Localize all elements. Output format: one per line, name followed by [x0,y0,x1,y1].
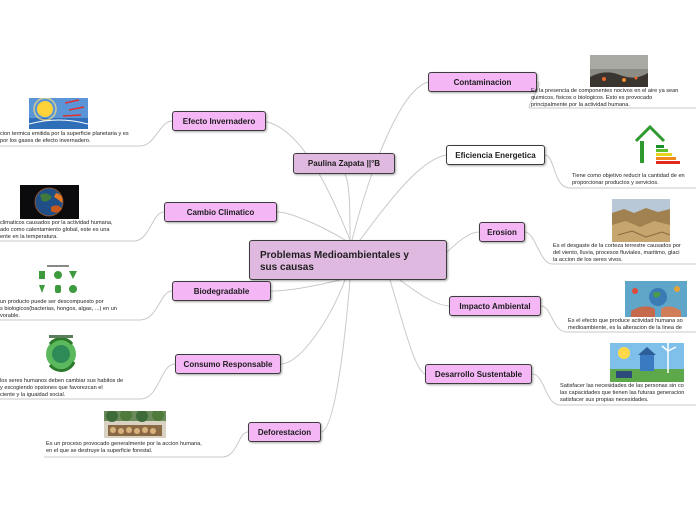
link-consumo-responsable [280,279,346,365]
desc-line: Tiene como objetivo reducir la cantidad … [572,173,685,179]
green-globe-recycle-icon [36,332,86,375]
desc-line: Es el efecto que produce actividad human… [568,318,683,324]
link-author [344,173,351,241]
desc-cambio-climatico: climaticos causados por la actividad hum… [0,220,113,241]
desc-consumo-responsable: los seres humanos deben cambiar sus habi… [0,378,123,399]
desc-line: cion termica emitida por la superficie p… [0,131,129,137]
link-cambio-climatico [276,211,346,241]
link-erosion [446,231,480,253]
topic-consumo-responsable[interactable]: Consumo Responsable [175,354,281,374]
topic-biodegradable[interactable]: Biodegradable [172,281,271,301]
desc-line: vorable. [0,313,20,319]
link-deforestacion [320,279,351,433]
desc-desarrollo-sustentable: Satisfacer las necesidades de las person… [560,383,684,404]
desc-line: satisfacer sus propias necesidades. [560,397,649,403]
link-desarrollo [389,279,426,375]
desc-line: un producto puede ser descompuesto por [0,299,104,305]
desc-line: quimicos, fisicos o biologicos. Esto es … [531,95,653,101]
topic-deforestacion[interactable]: Deforestacion [248,422,321,442]
central-topic[interactable]: Problemas Medioambientales y sus causas [249,240,447,280]
desc-line: por los gases de efecto invernadero. [0,138,91,144]
topic-eficiencia-energetica[interactable]: Eficiencia Energetica [446,145,545,165]
desc-line: climaticos causados por la actividad hum… [0,220,113,226]
recycle-symbols-icon [33,263,83,297]
energy-rating-house-icon [632,121,684,166]
desc-line: proporcionar productos y servicios. [572,180,659,186]
desc-biodegradable: un producto puede ser descompuesto por s… [0,299,117,320]
desc-line: la accion de los seres vivos. [553,257,623,263]
desc-line: los seres humanos deben cambiar sus habi… [0,378,124,384]
desc-line: en el que se destruye la superficie fore… [46,448,153,454]
desc-erosion: Es el desgaste de la corteza terrestre c… [553,243,681,264]
desc-efecto-invernadero: cion termica emitida por la superficie p… [0,131,129,145]
desc-impacto-ambiental: Es el efecto que produce actividad human… [568,318,683,332]
topic-cambio-climatico[interactable]: Cambio Climatico [164,202,277,222]
central-topic-title-line2: sus causas [260,262,314,273]
desc-line: del viento, lluvia, procesos fluviales, … [553,250,680,256]
desc-line: Satisfacer las necesidades de las person… [560,383,684,389]
topic-erosion[interactable]: Erosion [479,222,525,242]
desc-line: ado como calentamiento global, este es u… [0,227,110,233]
topic-impacto-ambiental[interactable]: Impacto Ambiental [449,296,541,316]
link-eficiencia [359,154,447,241]
topic-contaminacion[interactable]: Contaminacion [428,72,537,92]
author-node[interactable]: Paulina Zapata ||°B [293,153,395,174]
desc-eficiencia-energetica: Tiene como objetivo reducir la cantidad … [572,173,685,187]
desc-deforestacion: Es un proceso provocado generalmente por… [46,441,202,455]
desc-line: s biologicos(bacterias, hongos, algas, .… [0,306,117,312]
desc-line: y escogiendo opsiones que favorezcan el [0,385,103,391]
desc-line: las capacidades que tienen las futuras g… [560,390,685,396]
link-biodegradable [270,279,341,292]
desc-line: ente en la temperatura. [0,234,58,240]
link-contaminacion [351,81,429,241]
sun-greenhouse-icon [29,98,88,129]
renewable-energy-icon [610,343,684,382]
cut-logs-icon [104,411,166,438]
desc-line: principalmente por la actividad humana. [531,102,630,108]
desc-line: Es el desgaste de la corteza terrestre c… [553,243,681,249]
earth-fire-icon [20,185,79,219]
desc-line: Es la presencia de componentes nocivos e… [531,88,679,94]
topic-efecto-invernadero[interactable]: Efecto Invernadero [172,111,266,131]
central-topic-title-line1: Problemas Medioambientales y [260,250,409,261]
desc-line: Es un proceso provocado generalmente por… [46,441,202,447]
link-efecto-invernadero [261,120,351,241]
desc-contaminacion: Es la presencia de componentes nocivos e… [531,88,678,109]
desc-line: ciente y la iguaidad social. [0,392,66,398]
desc-line: medioambiente, es la alteracion de la li… [568,325,682,331]
smoke-pollution-icon [590,55,648,87]
hands-earth-icon [625,281,687,317]
topic-desarrollo-sustentable[interactable]: Desarrollo Sustentable [425,364,532,384]
link-impacto [399,279,450,307]
eroded-land-icon [612,199,670,242]
